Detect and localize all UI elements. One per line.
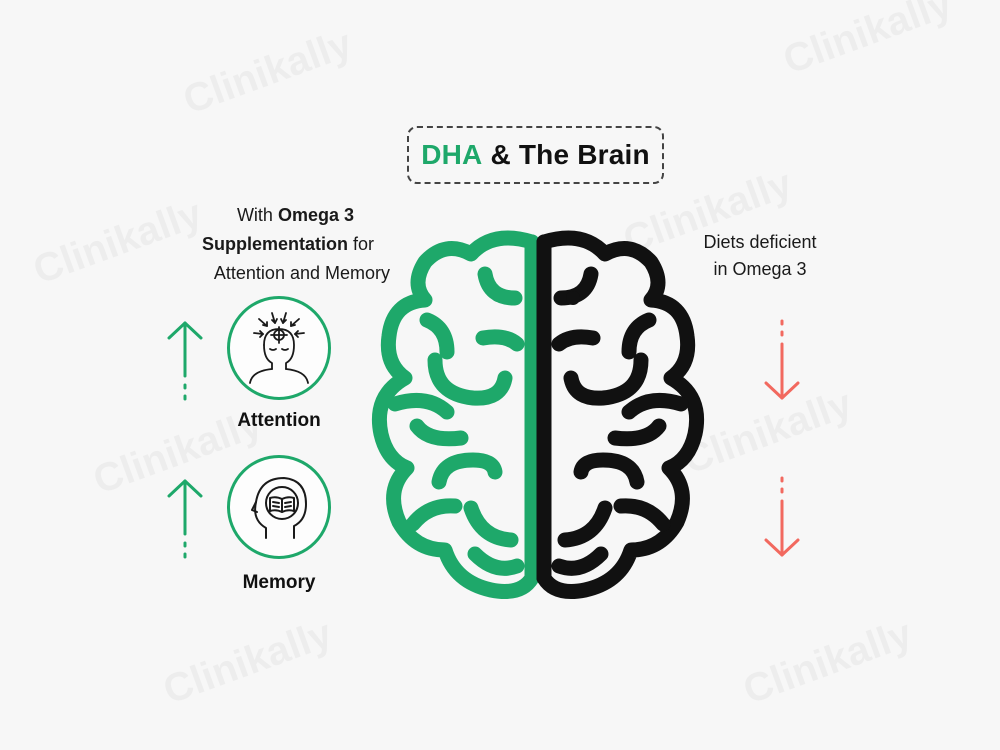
left-caption: With Omega 3 Supplementation for Attenti… [150, 201, 390, 288]
brain-dot [566, 291, 580, 305]
left-caption-line-2: Supplementation for [201, 234, 374, 254]
right-caption: Diets deficient in Omega 3 [690, 229, 830, 283]
up-arrow-icon [167, 321, 203, 401]
brain-icon [371, 230, 705, 599]
watermark: Clinikally [158, 611, 338, 713]
watermark: Clinikally [738, 611, 918, 713]
memory-circle [227, 455, 331, 559]
title-rest: & The Brain [490, 139, 650, 170]
brain-right-hemisphere [536, 230, 705, 599]
watermark: Clinikally [178, 21, 358, 123]
book-head-icon [251, 477, 307, 539]
brain-left-hemisphere [371, 230, 540, 599]
up-arrow-icon [167, 479, 203, 559]
right-caption-line-2: in Omega 3 [713, 259, 807, 279]
left-caption-line-3: Attention and Memory [213, 263, 390, 283]
right-caption-line-1: Diets deficient [703, 232, 817, 252]
attention-label: Attention [237, 410, 321, 431]
down-arrow-icon [764, 319, 800, 400]
brain-dot [491, 288, 505, 302]
focus-head-icon [249, 312, 309, 384]
left-caption-line-1: With Omega 3 [236, 205, 354, 225]
memory-label: Memory [242, 572, 316, 593]
diagram-title: DHA & The Brain [407, 126, 664, 184]
watermark: Clinikally [778, 0, 958, 84]
attention-circle [227, 296, 331, 400]
down-arrow-icon [764, 476, 800, 557]
title-accent: DHA [421, 139, 483, 170]
